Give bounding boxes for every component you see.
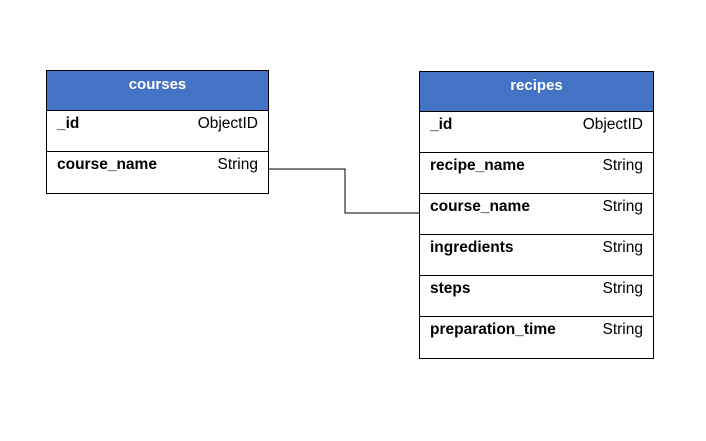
recipes-entity-table: recipes _id ObjectID recipe_name String …: [419, 71, 654, 359]
field-name: _id: [430, 116, 453, 133]
field-type: String: [602, 198, 644, 215]
field-type: String: [602, 280, 644, 297]
field-name: course_name: [430, 198, 530, 215]
field-type: String: [602, 157, 644, 174]
field-name: _id: [57, 115, 80, 132]
courses-entity-table: courses _id ObjectID course_name String: [46, 70, 269, 194]
field-name: ingredients: [430, 239, 514, 256]
field-name: steps: [430, 280, 471, 297]
field-type: String: [602, 239, 644, 256]
field-type: ObjectID: [582, 116, 643, 133]
courses-field-row-course-name: course_name String: [47, 152, 268, 193]
field-type: String: [217, 156, 259, 173]
field-name: recipe_name: [430, 157, 525, 174]
recipes-field-row-ingredients: ingredients String: [420, 235, 653, 276]
courses-entity-header: courses: [47, 71, 268, 111]
recipes-field-row-preparation-time: preparation_time String: [420, 317, 653, 358]
recipes-field-row-course-name: course_name String: [420, 194, 653, 235]
recipes-field-row-steps: steps String: [420, 276, 653, 317]
field-name: preparation_time: [430, 321, 556, 338]
field-type: ObjectID: [197, 115, 258, 132]
field-name: course_name: [57, 156, 157, 173]
recipes-field-row-id: _id ObjectID: [420, 112, 653, 153]
recipes-entity-header: recipes: [420, 72, 653, 112]
recipes-field-row-recipe-name: recipe_name String: [420, 153, 653, 194]
relationship-line: [269, 168, 419, 214]
courses-field-row-id: _id ObjectID: [47, 111, 268, 152]
field-type: String: [602, 321, 644, 338]
